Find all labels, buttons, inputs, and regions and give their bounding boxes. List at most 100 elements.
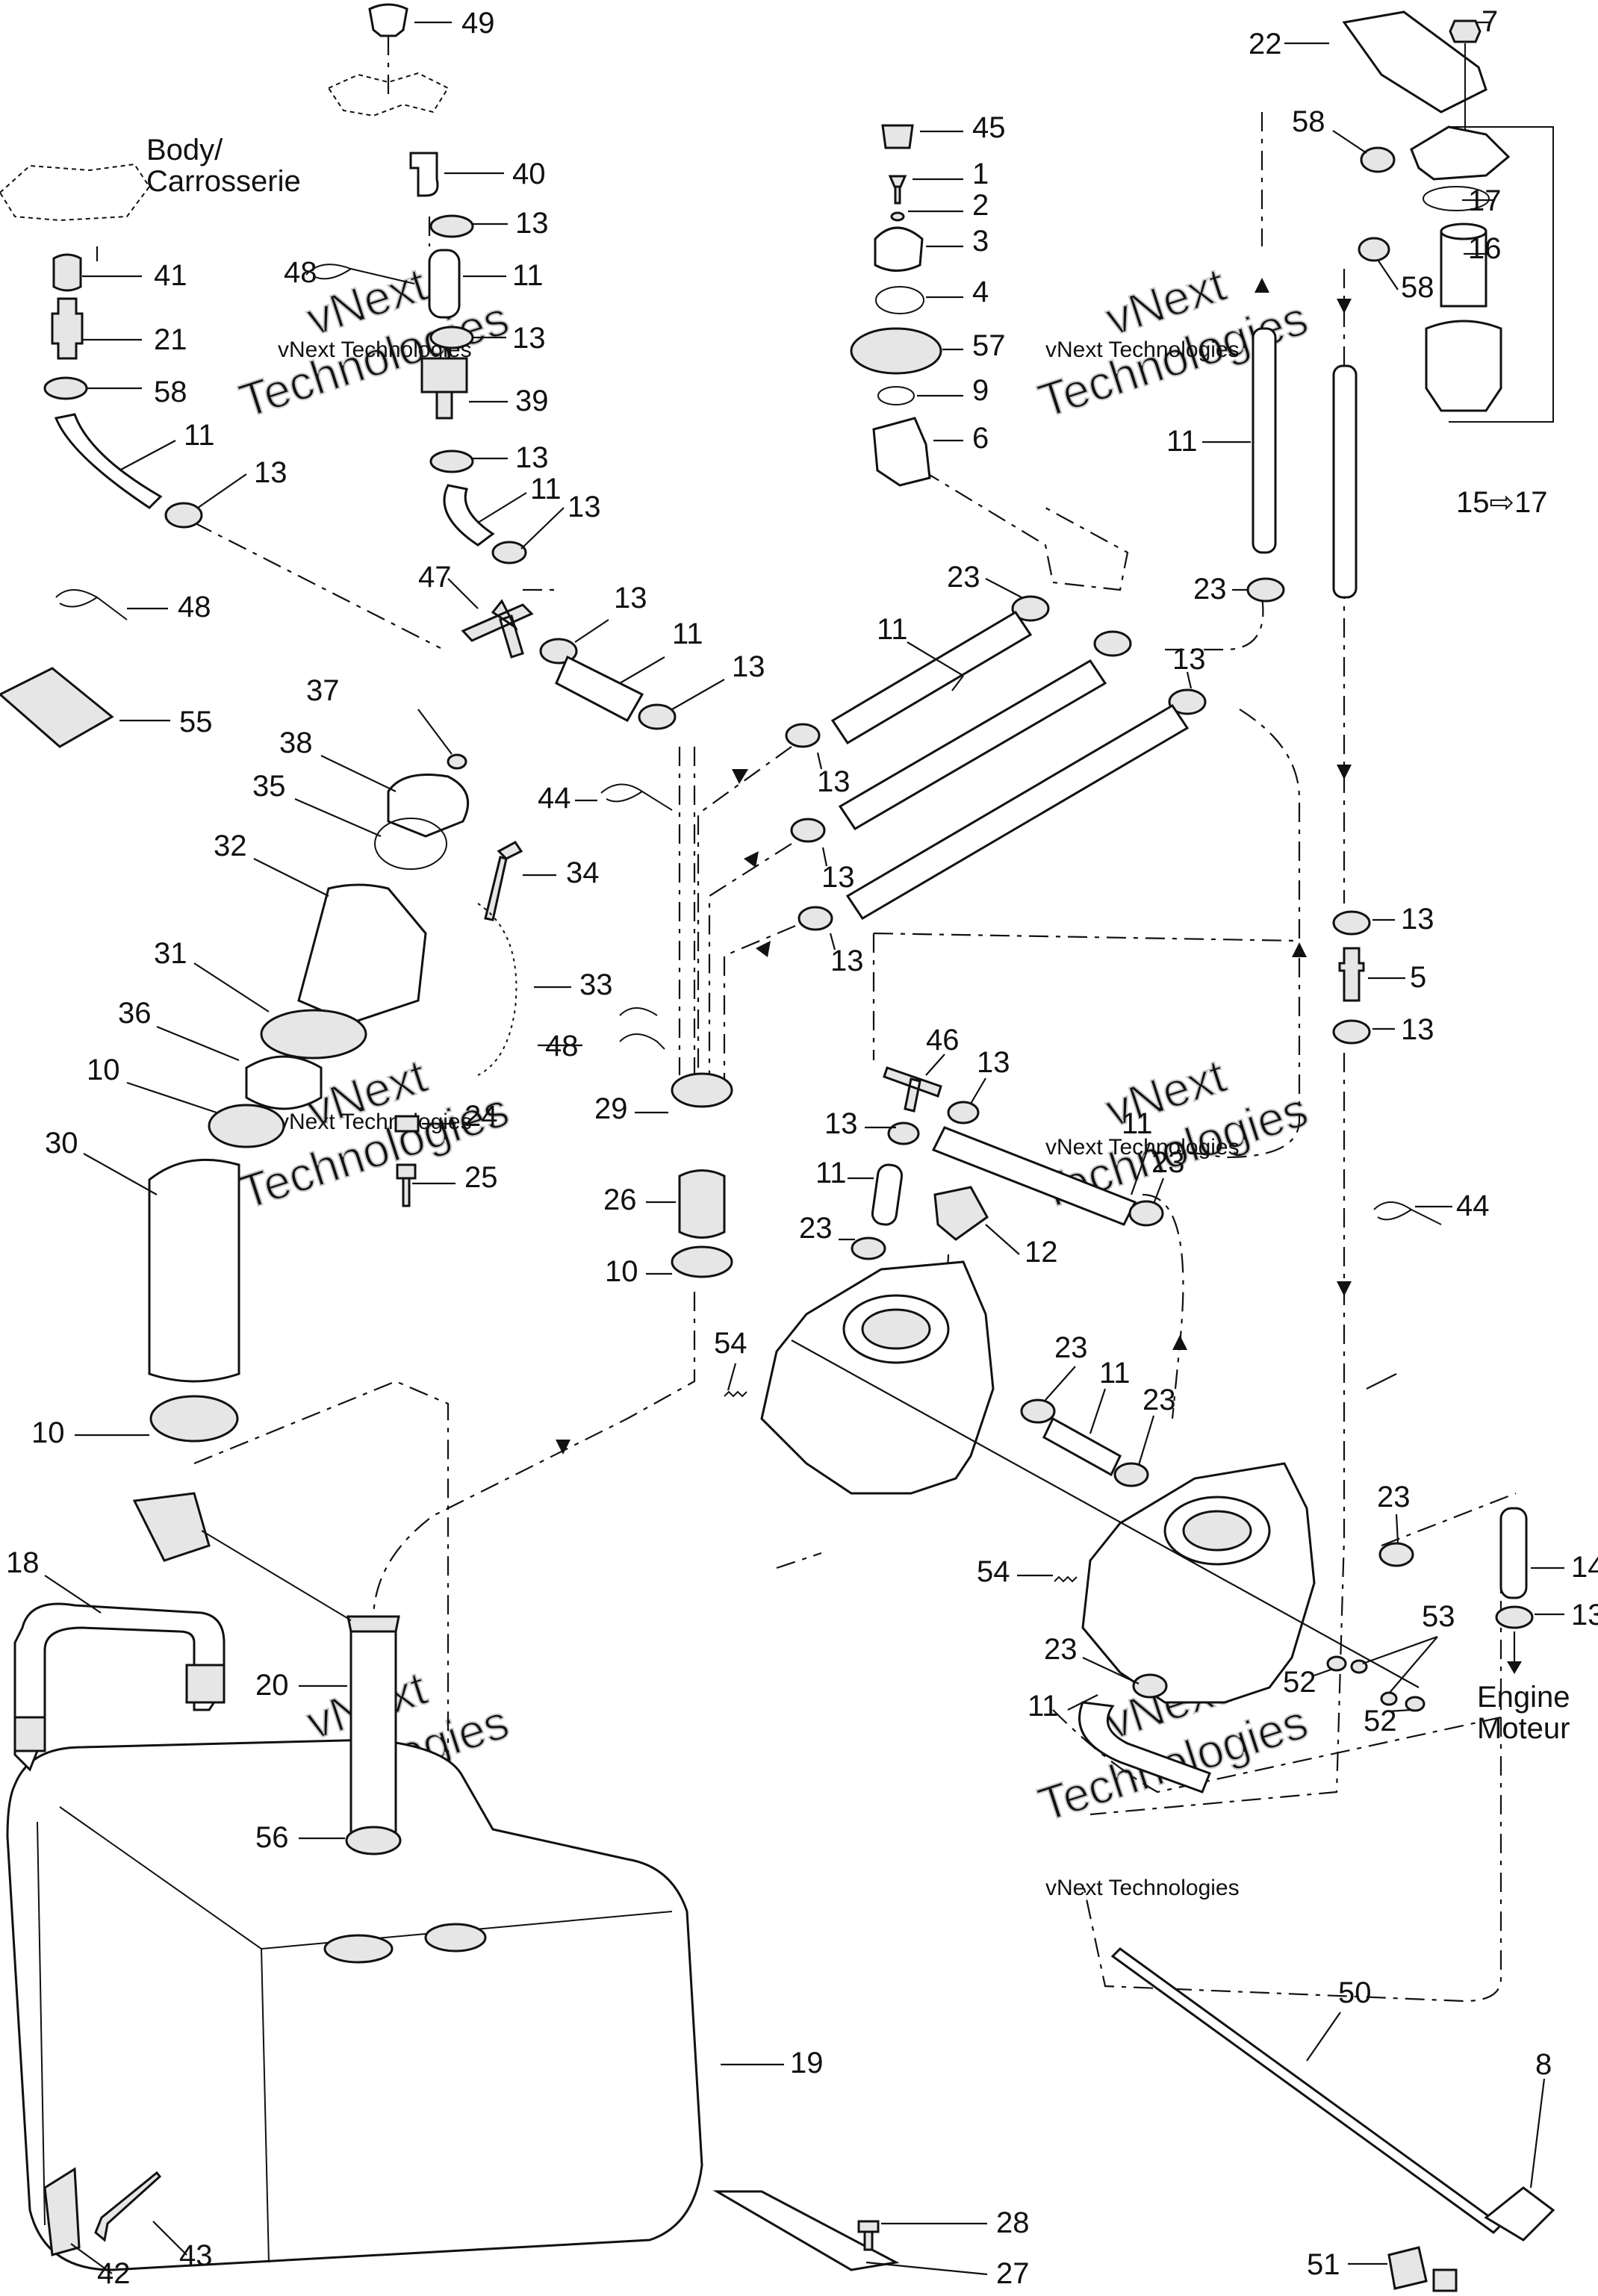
- part-3-knob: [874, 226, 924, 272]
- part-28-screw: [857, 2220, 880, 2251]
- callout-52: 52: [1364, 1705, 1397, 1737]
- callout-46: 46: [926, 1024, 960, 1057]
- callout-50: 50: [1338, 1976, 1372, 2009]
- callout-13: 13: [515, 207, 549, 240]
- part-55-clip-strip: [0, 667, 114, 748]
- part-5-connector: [1338, 947, 1365, 1002]
- part-11-hose: [1252, 327, 1277, 554]
- callout-13: 13: [614, 582, 647, 615]
- part-23-clamp: [1128, 1200, 1164, 1227]
- callout-17: 17: [1468, 184, 1502, 217]
- leader-lines: [44, 21, 1564, 2276]
- part-42-bracket: [43, 2167, 81, 2256]
- part-11-hose: [1042, 1416, 1122, 1477]
- callout-11: 11: [1027, 1690, 1059, 1723]
- callout-23: 23: [947, 561, 980, 594]
- callout-28: 28: [996, 2206, 1030, 2239]
- part-21-check-valve: [51, 297, 84, 360]
- part-18-strap-buckle: [13, 1664, 226, 1752]
- part-1-screw: [888, 175, 907, 205]
- flow-arrow: [732, 769, 748, 784]
- flow-arrow: [1255, 278, 1269, 293]
- callout-48: 48: [545, 1030, 579, 1063]
- callout-38: 38: [279, 727, 313, 759]
- part-13-clamp: [164, 502, 203, 529]
- part-13-clamp: [790, 818, 826, 843]
- callout-11: 11: [530, 473, 562, 505]
- callout-8: 8: [1535, 2048, 1552, 2081]
- part-38-filler-cap: [387, 774, 470, 838]
- callout-13: 13: [1172, 643, 1206, 676]
- callout-13: 13: [254, 456, 287, 489]
- part-18-tank-strap: [13, 1602, 226, 1772]
- part-23-clamp: [1246, 577, 1285, 603]
- callout-21: 21: [154, 323, 187, 356]
- callout-44: 44: [538, 782, 571, 815]
- callout-13: 13: [512, 322, 546, 355]
- callout-11: 11: [877, 613, 908, 646]
- part-44-tie-strap: [1373, 1201, 1442, 1225]
- callout-27: 27: [996, 2257, 1030, 2290]
- callout-48: 48: [284, 256, 317, 289]
- callout-23: 23: [1377, 1481, 1411, 1513]
- callout-58: 58: [1401, 271, 1434, 304]
- callout-numbers: 4940131148133913111341215811134855471311…: [6, 5, 1598, 2290]
- part-35-o-ring: [374, 818, 447, 870]
- callout-10: 10: [31, 1416, 65, 1449]
- callout-44: 44: [1456, 1189, 1490, 1222]
- part-16-filter-element-top: [1440, 223, 1487, 240]
- callout-39: 39: [515, 385, 549, 417]
- watermark-small: vNext Technologies: [278, 1110, 472, 1134]
- throttle-shaft: [791, 1340, 1420, 1688]
- part-13-clamp: [1332, 1019, 1371, 1045]
- callout-4: 4: [972, 276, 989, 308]
- callout-58: 58: [154, 376, 187, 408]
- callout-13: 13: [1401, 1013, 1434, 1046]
- part-2-washer: [890, 211, 905, 222]
- part-23-clamp: [1113, 1462, 1149, 1487]
- part-41-grommet: [52, 253, 82, 292]
- part-40-elbow-fitting: [409, 152, 439, 197]
- callout-11: 11: [1166, 425, 1198, 458]
- callout-13: 13: [515, 441, 549, 474]
- part-25-vent-fitting: [396, 1163, 417, 1207]
- part-57-mounting-plate: [850, 327, 942, 375]
- part-10-clamp: [208, 1104, 285, 1148]
- sender-wire: [201, 1530, 352, 1621]
- callout-1: 1: [972, 158, 989, 190]
- part-13-clamp: [638, 703, 677, 730]
- callout-34: 34: [566, 856, 600, 889]
- callout-30: 30: [45, 1127, 78, 1160]
- flow-arrow: [756, 941, 771, 957]
- callout-19: 19: [790, 2047, 824, 2079]
- part-44-tie-strap: [600, 783, 673, 811]
- part-10-clamp: [671, 1245, 733, 1278]
- callout-25: 25: [464, 1161, 498, 1194]
- part-13-clamp: [785, 723, 821, 748]
- part-12-clip: [933, 1186, 989, 1241]
- callout-20: 20: [255, 1669, 289, 1702]
- part-7-nut: [1449, 19, 1482, 43]
- callout-3: 3: [972, 225, 989, 258]
- part-43-rivet: [94, 2171, 162, 2242]
- part-27-strip: [712, 2190, 900, 2271]
- part-48-tie-strap: [305, 264, 415, 284]
- callout-58: 58: [1292, 105, 1325, 138]
- callout-11: 11: [1099, 1357, 1131, 1390]
- body-label: Body/: [146, 134, 223, 167]
- part-11-hose: [428, 249, 461, 319]
- watermark-small: vNext Technologies: [1045, 1876, 1240, 1900]
- callout-42: 42: [97, 2257, 131, 2290]
- callout-10: 10: [87, 1054, 120, 1086]
- callout-35: 35: [252, 770, 286, 803]
- callout-13: 13: [568, 491, 601, 523]
- body-plate-top: [327, 72, 450, 117]
- callout-49: 49: [461, 7, 495, 40]
- callout-43: 43: [179, 2239, 213, 2272]
- callout-56: 56: [255, 1821, 289, 1854]
- callout-18: 18: [6, 1546, 40, 1579]
- part-58-clamp: [1360, 146, 1396, 173]
- part-13-clamp: [1332, 910, 1371, 936]
- choke-nut: [1432, 2268, 1458, 2292]
